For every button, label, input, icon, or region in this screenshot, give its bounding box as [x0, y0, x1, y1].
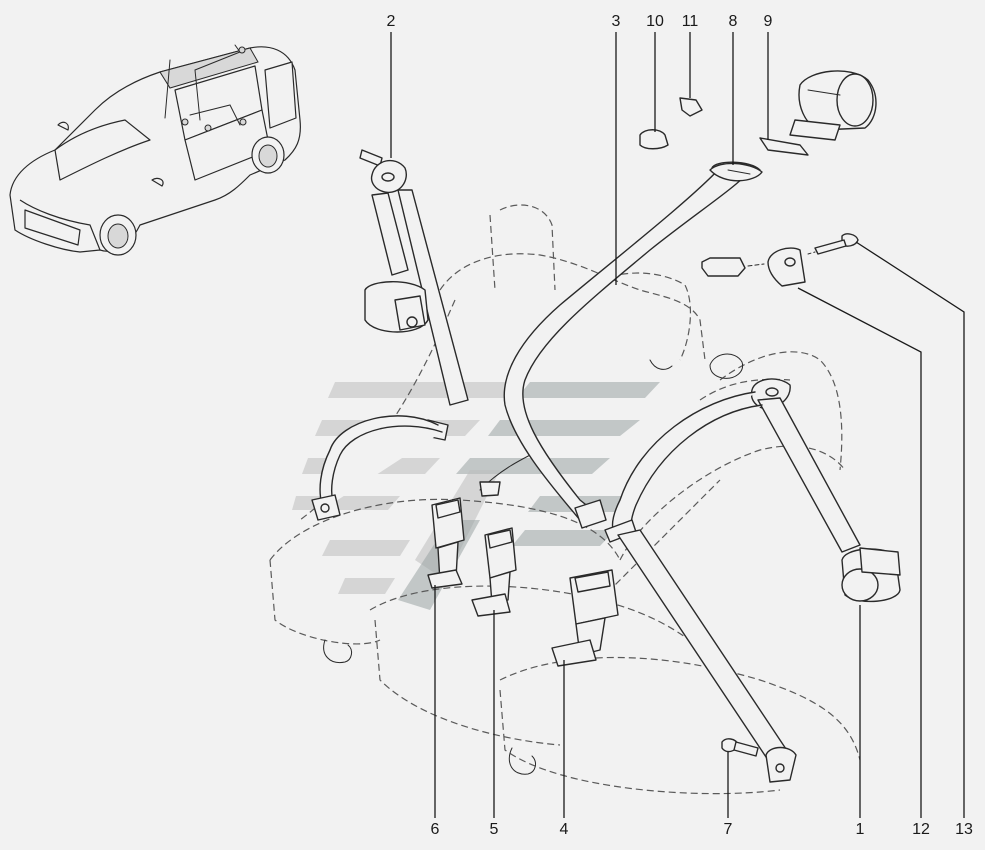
part-10-clip	[639, 129, 669, 150]
callout-13: 13	[955, 821, 973, 838]
part-8-belt-guide	[709, 162, 763, 182]
callout-4: 4	[560, 821, 569, 838]
callout-labels: 2 3 10 11 8 9 6 5 4 7 1 12 13	[387, 13, 973, 838]
part-2-left-seat-belt	[311, 149, 541, 521]
callout-3: 3	[612, 13, 621, 30]
callout-2: 2	[387, 13, 396, 30]
part-12-anchor-plate	[701, 247, 806, 287]
callout-5: 5	[490, 821, 499, 838]
callout-9: 9	[764, 13, 773, 30]
callout-7: 7	[724, 821, 733, 838]
part-4-buckle	[551, 569, 619, 667]
leader-lines	[390, 32, 965, 818]
part-5-buckle	[471, 527, 517, 617]
callout-1: 1	[856, 821, 865, 838]
callout-11: 11	[682, 13, 699, 30]
part-9-upper-retractor	[759, 70, 877, 156]
callout-6: 6	[431, 821, 440, 838]
callout-12: 12	[912, 821, 930, 838]
part-13-bolt	[807, 233, 859, 255]
vehicle-overview-drawing	[9, 44, 301, 256]
part-11-cap	[679, 97, 703, 117]
part-1-right-seat-belt	[604, 378, 901, 783]
part-7-bolt	[721, 738, 759, 757]
part-6-buckle	[427, 497, 465, 589]
callout-10: 10	[646, 13, 664, 30]
callout-8: 8	[729, 13, 738, 30]
